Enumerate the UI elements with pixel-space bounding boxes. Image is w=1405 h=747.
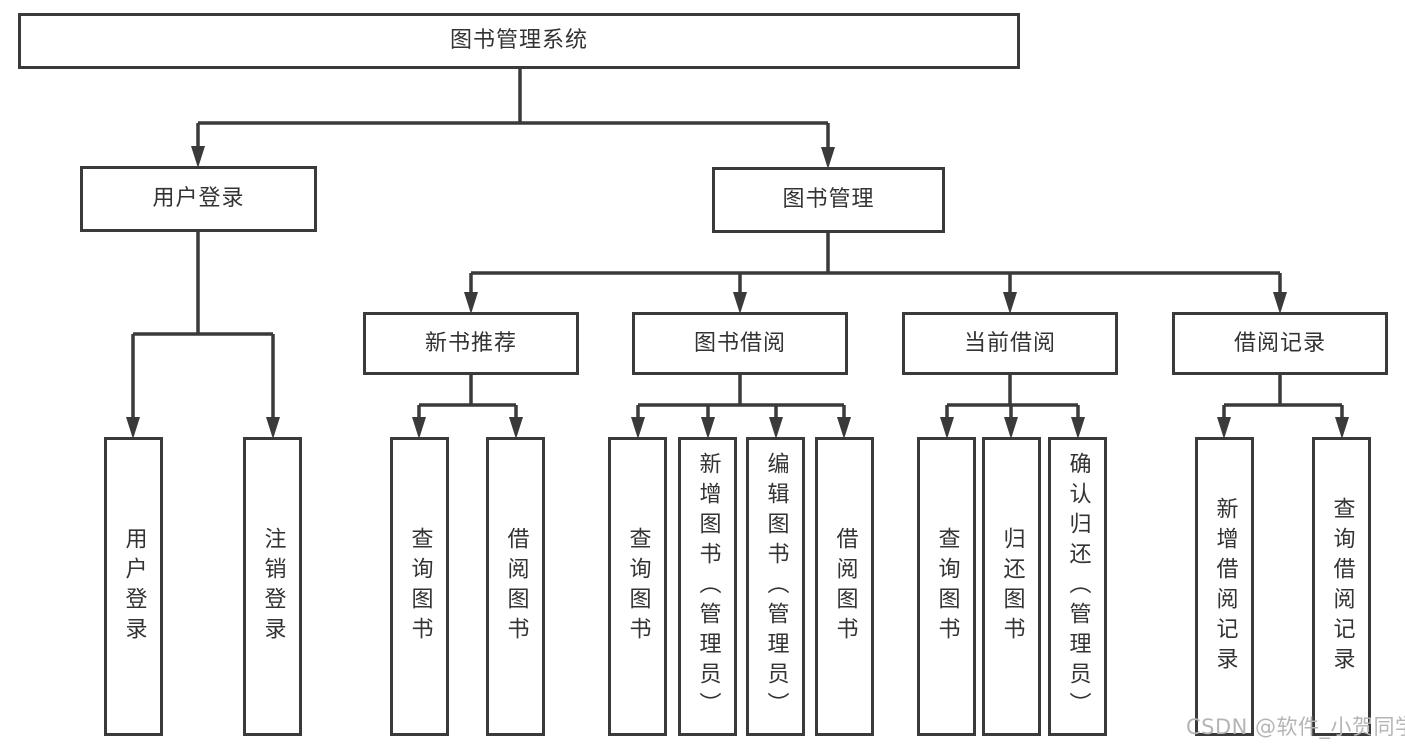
connector-new-book-recommendation-to-children [412, 375, 523, 439]
leaf-add-books-admin-label: 新增图书（管理员） [695, 451, 721, 722]
node-borrowing-records-label: 借阅记录 [1233, 330, 1326, 356]
connector-borrowing-records-to-children [1217, 375, 1349, 439]
node-user-login-label: 用户登录 [152, 186, 245, 211]
leaf-borrow-books-borrowing: 借阅图书 [815, 437, 874, 736]
leaf-borrow-books-borrowing-label: 借阅图书 [832, 526, 858, 647]
leaf-logout-label: 注销登录 [260, 526, 286, 647]
node-user-login: 用户登录 [80, 166, 317, 232]
leaf-return-books-label: 归还图书 [999, 526, 1025, 647]
leaf-borrow-books-recommend-label: 借阅图书 [503, 526, 529, 647]
leaf-borrow-books-recommend: 借阅图书 [486, 437, 545, 736]
node-library-management-system-label: 图书管理系统 [449, 28, 588, 53]
leaf-return-books: 归还图书 [982, 437, 1041, 736]
leaf-confirm-return-admin-label: 确认归还（管理员） [1065, 451, 1091, 722]
leaf-confirm-return-admin: 确认归还（管理员） [1048, 437, 1107, 736]
leaf-query-books-borrowing: 查询图书 [608, 437, 667, 736]
leaf-edit-books-admin: 编辑图书（管理员） [746, 437, 805, 736]
csdn-watermark: CSDN @软件_小贺同学 [1186, 715, 1405, 739]
node-book-borrowing: 图书借阅 [632, 312, 848, 375]
node-library-management-system: 图书管理系统 [18, 13, 1020, 69]
node-new-book-recommendation-label: 新书推荐 [424, 330, 517, 356]
connector-user-login-to-children [126, 232, 280, 439]
node-book-management: 图书管理 [712, 167, 945, 233]
node-book-borrowing-label: 图书借阅 [693, 330, 786, 356]
leaf-add-borrow-record-label: 新增借阅记录 [1212, 496, 1238, 677]
leaf-query-borrow-record: 查询借阅记录 [1312, 437, 1371, 736]
leaf-query-books-borrowing-label: 查询图书 [625, 526, 651, 647]
node-book-management-label: 图书管理 [782, 187, 875, 212]
connector-root-to-level2 [191, 69, 835, 169]
leaf-query-books-recommend-label: 查询图书 [407, 526, 433, 647]
leaf-query-books-current-label: 查询图书 [934, 526, 960, 647]
connector-current-borrowing-to-children [940, 375, 1085, 439]
leaf-user-login: 用户登录 [104, 437, 163, 736]
leaf-add-books-admin: 新增图书（管理员） [678, 437, 737, 736]
leaf-query-books-current: 查询图书 [917, 437, 976, 736]
connector-book-borrowing-to-children [631, 375, 851, 439]
connector-book-management-to-level3 [464, 233, 1287, 314]
leaf-query-borrow-record-label: 查询借阅记录 [1329, 496, 1355, 677]
node-current-borrowing-label: 当前借阅 [963, 330, 1056, 356]
node-borrowing-records: 借阅记录 [1172, 312, 1388, 375]
node-current-borrowing: 当前借阅 [902, 312, 1118, 375]
leaf-add-borrow-record: 新增借阅记录 [1195, 437, 1254, 736]
leaf-edit-books-admin-label: 编辑图书（管理员） [763, 451, 789, 722]
node-new-book-recommendation: 新书推荐 [363, 312, 579, 375]
leaf-query-books-recommend: 查询图书 [390, 437, 449, 736]
leaf-logout: 注销登录 [243, 437, 302, 736]
leaf-user-login-label: 用户登录 [121, 526, 147, 647]
